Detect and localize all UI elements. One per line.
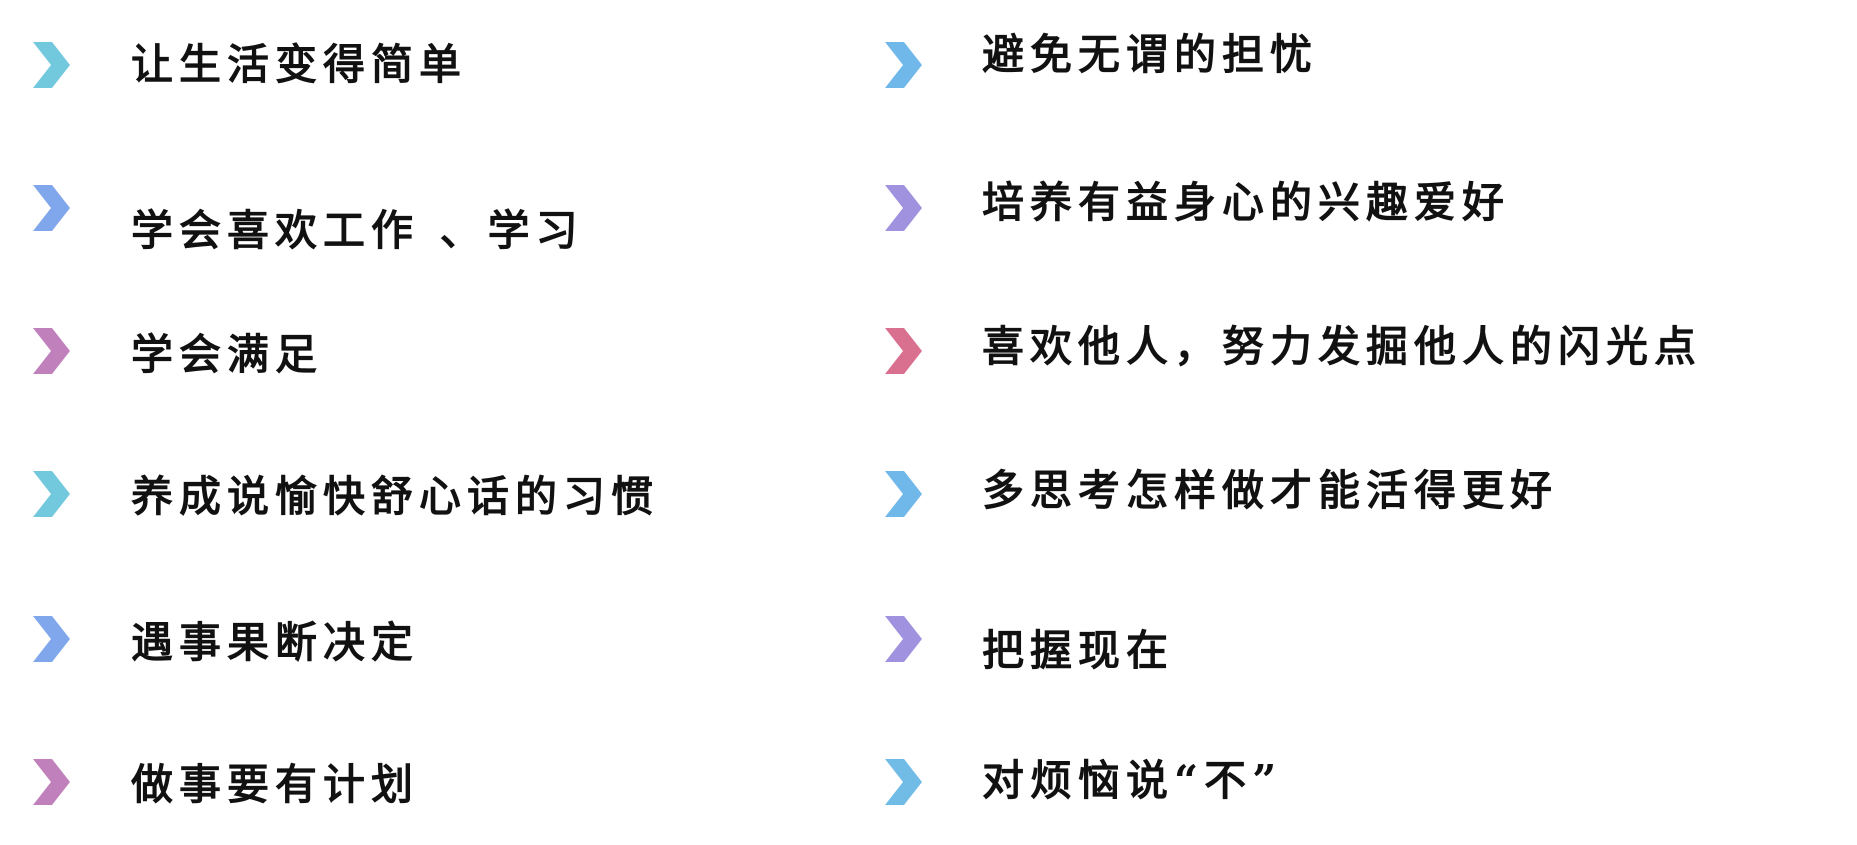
chevron-right-icon bbox=[33, 759, 70, 805]
left-item-text: 遇事果断决定 bbox=[131, 618, 420, 667]
left-item-text: 做事要有计划 bbox=[131, 760, 420, 809]
chevron-right-icon bbox=[885, 42, 922, 88]
chevron-right-icon bbox=[885, 185, 922, 231]
right-item-text: 对烦恼说“不” bbox=[982, 756, 1283, 805]
chevron-right-icon bbox=[885, 616, 922, 662]
left-item-text: 养成说愉快舒心话的习惯 bbox=[131, 472, 660, 521]
right-item-text: 避免无谓的担忧 bbox=[982, 30, 1319, 79]
chevron-right-icon bbox=[33, 42, 70, 88]
right-item-text: 多思考怎样做才能活得更好 bbox=[982, 466, 1559, 515]
left-item-text: 学会满足 bbox=[131, 330, 324, 379]
chevron-right-icon bbox=[33, 328, 70, 374]
left-item-text: 学会喜欢工作 、学习 bbox=[131, 206, 584, 255]
right-item-text: 喜欢他人，努力发掘他人的闪光点 bbox=[982, 322, 1703, 371]
chevron-right-icon bbox=[33, 616, 70, 662]
right-item-text: 把握现在 bbox=[982, 626, 1175, 675]
left-item-text: 让生活变得简单 bbox=[131, 40, 468, 89]
chevron-right-icon bbox=[33, 471, 70, 517]
chevron-right-icon bbox=[33, 185, 70, 231]
chevron-right-icon bbox=[885, 759, 922, 805]
chevron-right-icon bbox=[885, 328, 922, 374]
right-item-text: 培养有益身心的兴趣爱好 bbox=[982, 178, 1511, 227]
chevron-right-icon bbox=[885, 471, 922, 517]
